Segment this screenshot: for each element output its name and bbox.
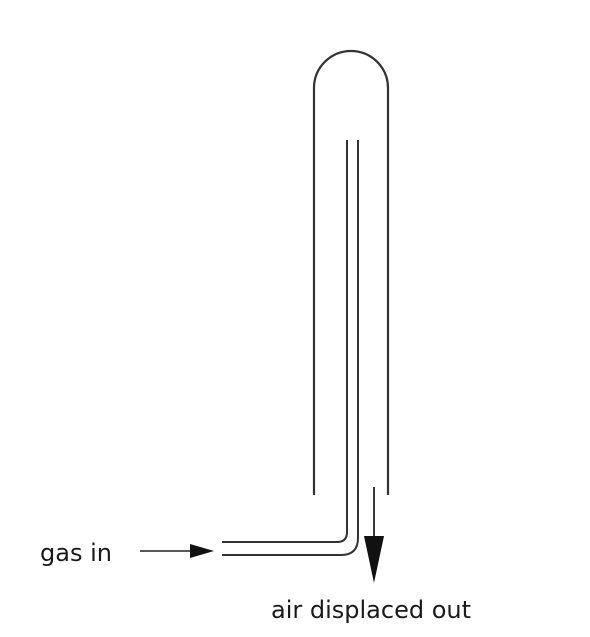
delivery-tube-inner-wall (222, 140, 348, 543)
air-out-arrow (364, 487, 384, 583)
inverted-test-tube (312, 49, 390, 495)
gas-in-arrow (140, 544, 214, 558)
gas-in-label: gas in (40, 539, 112, 567)
air-out-label: air displaced out (271, 596, 471, 624)
delivery-tube-outer-wall (222, 140, 359, 556)
